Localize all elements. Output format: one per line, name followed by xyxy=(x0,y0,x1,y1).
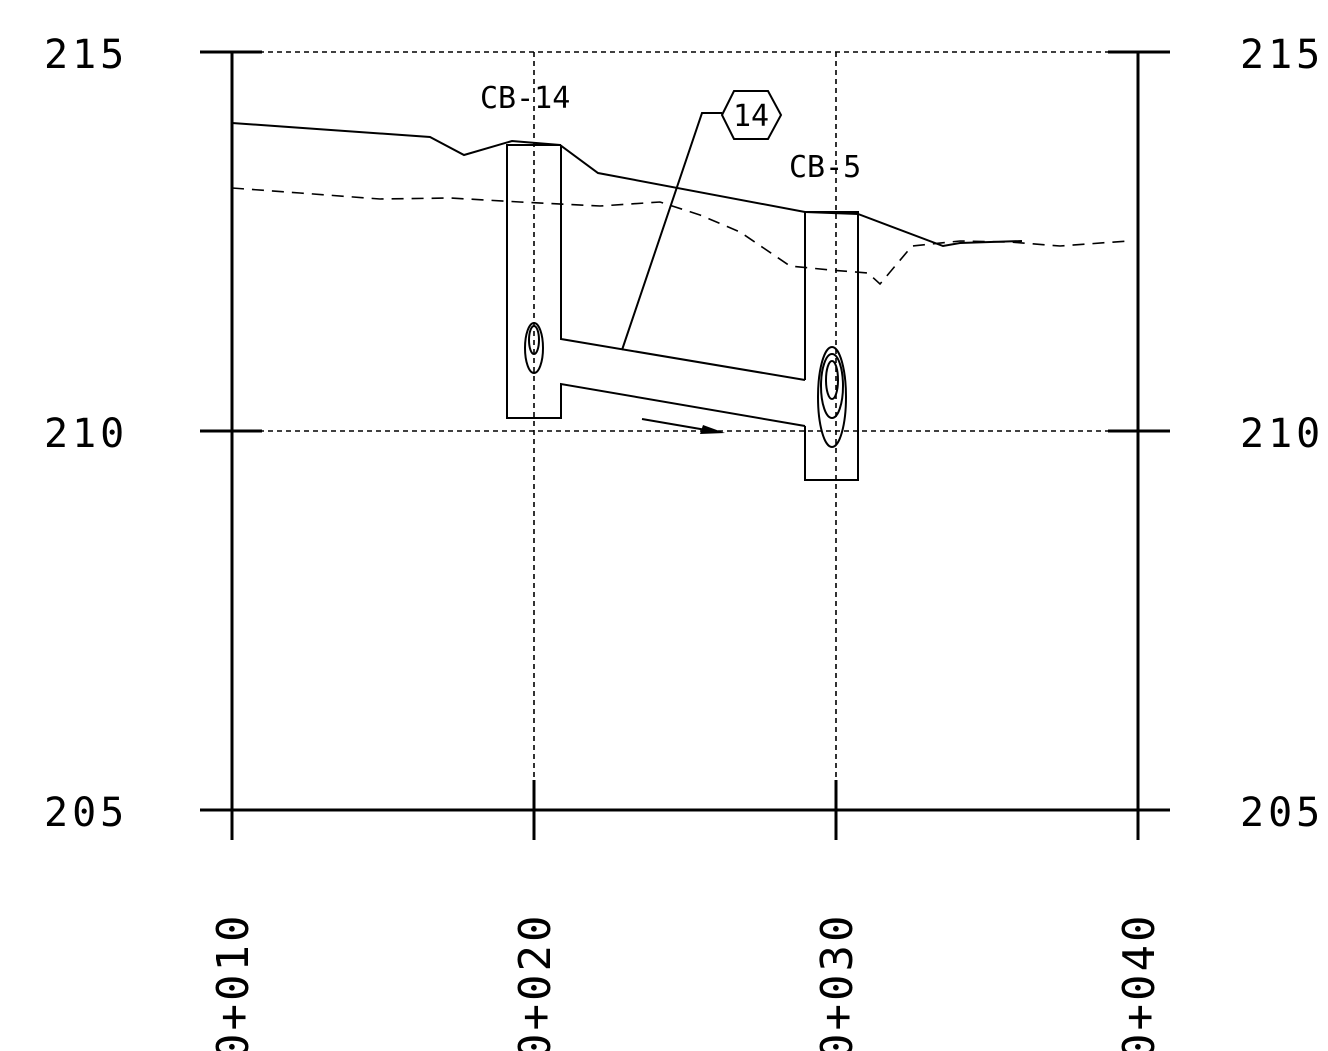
cb-14-label: CB-14 xyxy=(480,81,570,116)
station-label-040: 0+040 xyxy=(1114,913,1165,1051)
flow-arrow-shaft xyxy=(641,418,713,432)
elevation-labels: 215 215 210 210 205 205 xyxy=(44,32,1324,836)
flow-arrow-icon xyxy=(641,418,725,434)
cb-5-pipe-ellipse-outer xyxy=(817,346,847,448)
elev-label-right-210: 210 xyxy=(1240,411,1324,457)
structure-cb-5: CB-5 xyxy=(789,150,861,481)
cb-14-outline xyxy=(506,144,806,427)
station-label-010: 0+010 xyxy=(208,913,259,1051)
station-labels: 0+010 0+020 0+030 0+040 xyxy=(208,913,1165,1051)
cb-14-pipe-ellipse-inner xyxy=(528,325,540,355)
elev-label-right-205: 205 xyxy=(1240,790,1324,836)
elev-label-left-205: 205 xyxy=(44,790,128,836)
frame xyxy=(200,50,1170,840)
elev-label-right-215: 215 xyxy=(1240,32,1324,78)
cb-14-pipe-ellipse xyxy=(524,322,544,374)
elev-label-left-210: 210 xyxy=(44,411,128,457)
structure-cb-14: CB-14 xyxy=(480,81,806,427)
callout-leader-line xyxy=(621,112,722,351)
station-label-030: 0+030 xyxy=(812,913,863,1051)
hexagon-tag-icon xyxy=(720,90,783,140)
existing-ground-line xyxy=(231,187,1129,286)
station-label-020: 0+020 xyxy=(510,913,561,1051)
cb-5-pipe-ellipse-mid xyxy=(820,353,844,419)
grid xyxy=(232,51,1138,810)
cb-5-label: CB-5 xyxy=(789,150,861,185)
flow-arrow-head xyxy=(700,425,725,434)
callout-tag-number: 14 xyxy=(733,99,769,134)
pipe-callout: 14 xyxy=(621,90,783,351)
elev-label-left-215: 215 xyxy=(44,32,128,78)
finished-grade-line xyxy=(231,122,1023,248)
cb-5-pipe-ellipse-inner xyxy=(825,360,839,400)
cb-14-inner xyxy=(560,145,806,381)
cb-5-outline xyxy=(804,211,859,481)
